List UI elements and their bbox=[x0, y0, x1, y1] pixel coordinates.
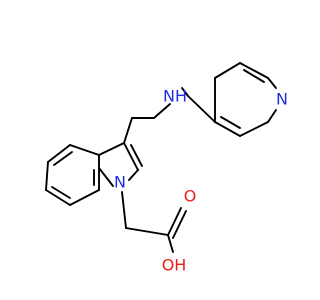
bond bbox=[239, 62, 269, 79]
bond bbox=[123, 117, 133, 144]
pyridine-nitrogen-label: N bbox=[276, 90, 288, 109]
bond bbox=[267, 109, 277, 123]
bond bbox=[45, 161, 49, 191]
bond bbox=[214, 121, 241, 137]
amine-nh-label: NH bbox=[163, 87, 187, 106]
hydroxyl-label: OH bbox=[162, 256, 187, 275]
pyridine-ring bbox=[214, 62, 277, 137]
bond bbox=[47, 144, 71, 163]
bond bbox=[267, 77, 277, 89]
bond bbox=[69, 144, 100, 156]
bond bbox=[153, 103, 171, 119]
bond bbox=[181, 87, 189, 97]
bond bbox=[53, 151, 73, 166]
bond bbox=[167, 234, 174, 253]
benzene-ring bbox=[45, 144, 100, 206]
bond bbox=[121, 191, 127, 229]
acetic-acid-chain bbox=[121, 191, 187, 253]
bond bbox=[214, 62, 241, 79]
bond bbox=[45, 189, 71, 206]
amine-linker bbox=[123, 87, 216, 144]
bond bbox=[123, 142, 139, 171]
bond bbox=[125, 227, 169, 236]
bond bbox=[243, 69, 265, 83]
molecule-canvas: N NH N O OH bbox=[45, 62, 288, 275]
bond bbox=[98, 167, 114, 187]
bond bbox=[239, 121, 269, 137]
bond bbox=[51, 186, 71, 199]
bond bbox=[172, 210, 187, 239]
bond bbox=[69, 189, 100, 206]
bond bbox=[187, 95, 216, 123]
bond bbox=[130, 144, 143, 167]
bond bbox=[220, 116, 241, 129]
bond bbox=[128, 169, 139, 181]
structure-diagram: N NH N O OH bbox=[45, 62, 288, 275]
bond bbox=[98, 142, 125, 156]
indole-nitrogen-label: N bbox=[114, 173, 126, 192]
bond bbox=[167, 207, 182, 236]
carbonyl-oxygen-label: O bbox=[184, 187, 197, 206]
pyrrole-ring bbox=[98, 142, 143, 187]
